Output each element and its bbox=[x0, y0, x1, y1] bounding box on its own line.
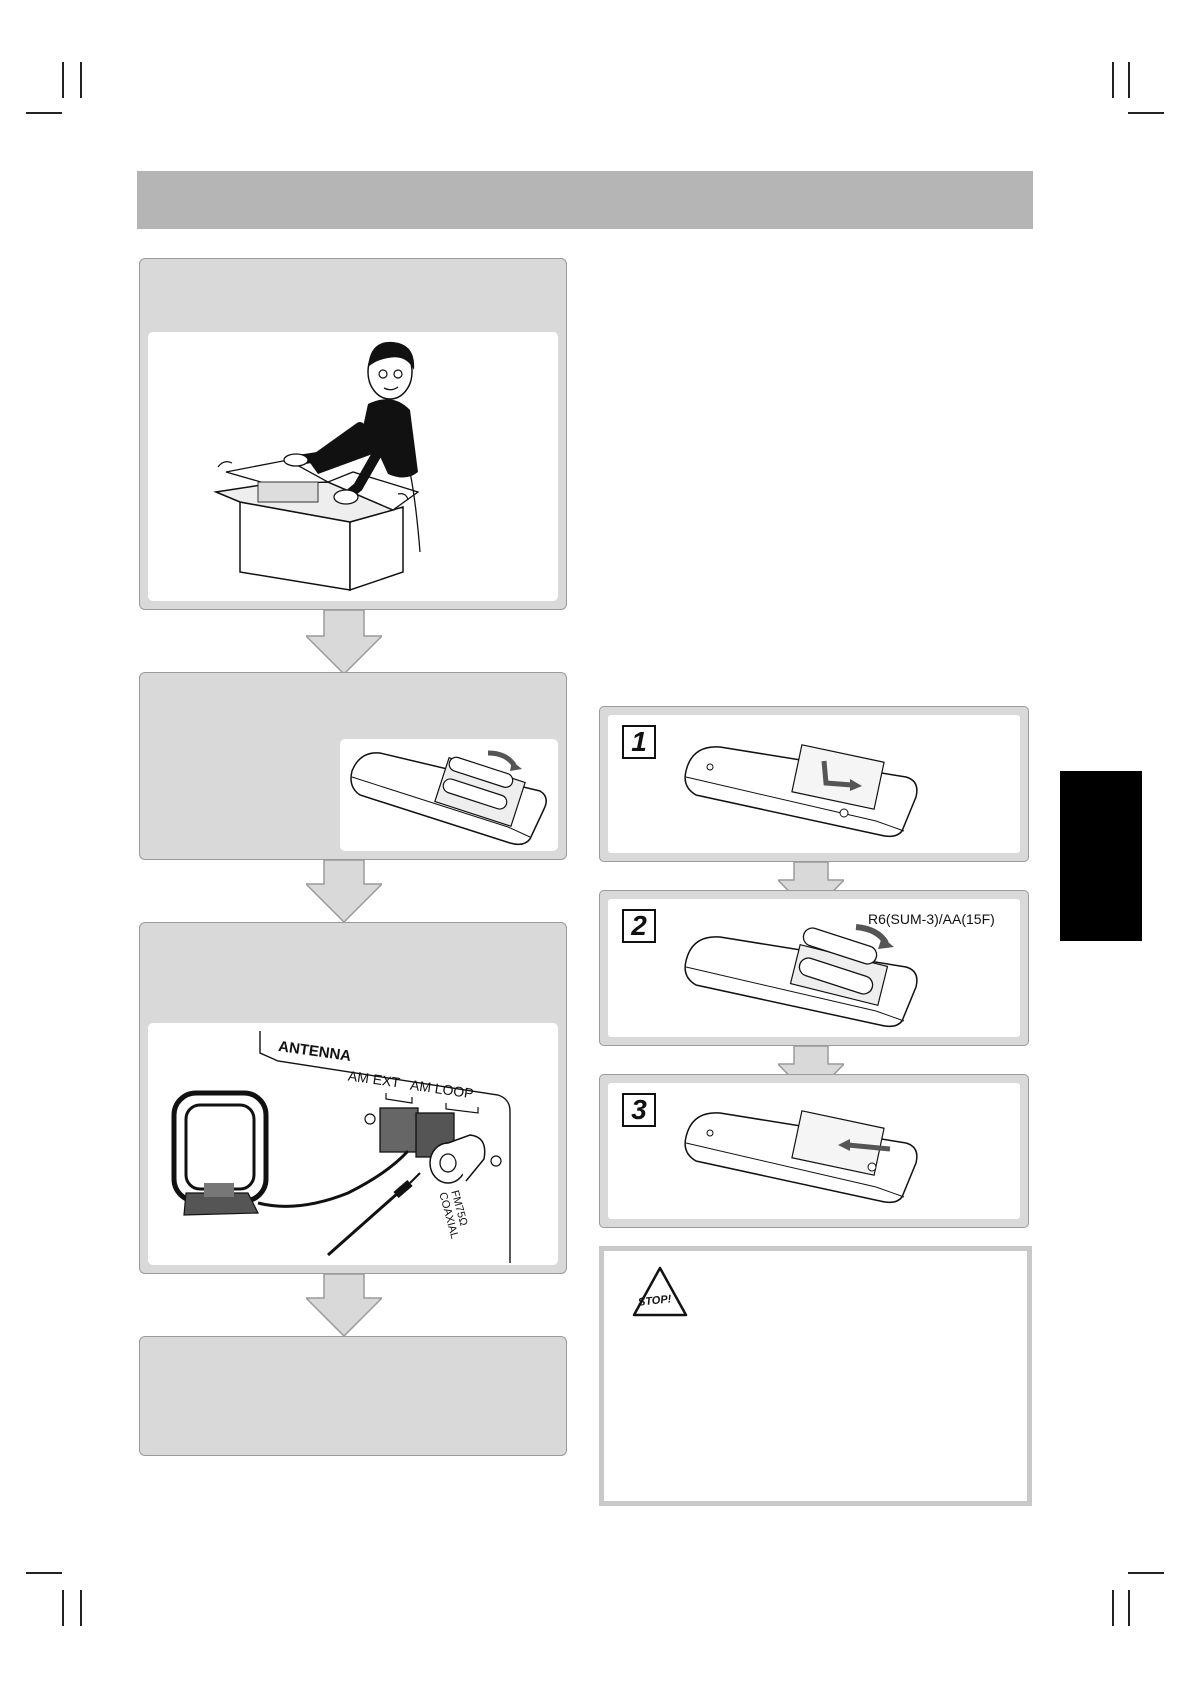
antenna-connection-illustration bbox=[171, 1031, 511, 1263]
unpack-panel bbox=[139, 258, 567, 610]
section-header-bar bbox=[137, 171, 1033, 229]
remote-close-cover-illustration bbox=[684, 1110, 918, 1204]
flow-arrow-down bbox=[306, 1274, 382, 1336]
remote-step-3-panel: 3 bbox=[599, 1074, 1029, 1228]
step-number-1: 1 bbox=[622, 725, 656, 759]
unpack-illustration-area bbox=[148, 332, 558, 601]
flow-arrow-down bbox=[306, 610, 382, 674]
antenna-panel: ANTENNA AM EXT AM LOOP FM75Ω COAXIAL bbox=[139, 922, 567, 1274]
remote-with-batteries-illustration bbox=[350, 750, 547, 846]
remote-step-1-panel: 1 bbox=[599, 706, 1029, 862]
remote-batteries-illustration-area bbox=[340, 739, 558, 851]
flow-arrow-down bbox=[306, 860, 382, 922]
step-number-2: 2 bbox=[622, 909, 656, 943]
final-step-panel bbox=[139, 1336, 567, 1456]
remote-step-2-panel: 2 R6(SUM-3)/AA(15F) bbox=[599, 890, 1029, 1046]
stop-warning-icon bbox=[632, 1266, 688, 1317]
step-number-3: 3 bbox=[622, 1093, 656, 1127]
antenna-illustration-area: ANTENNA AM EXT AM LOOP FM75Ω COAXIAL bbox=[148, 1023, 558, 1265]
remote-insert-batteries-illustration bbox=[684, 924, 918, 1028]
unpacking-person-illustration bbox=[213, 341, 421, 592]
chapter-side-tab bbox=[1060, 771, 1142, 941]
battery-type-label: R6(SUM-3)/AA(15F) bbox=[868, 911, 995, 927]
remote-open-cover-illustration bbox=[684, 744, 918, 838]
caution-box: STOP! bbox=[599, 1246, 1032, 1506]
remote-batteries-panel bbox=[139, 672, 567, 860]
